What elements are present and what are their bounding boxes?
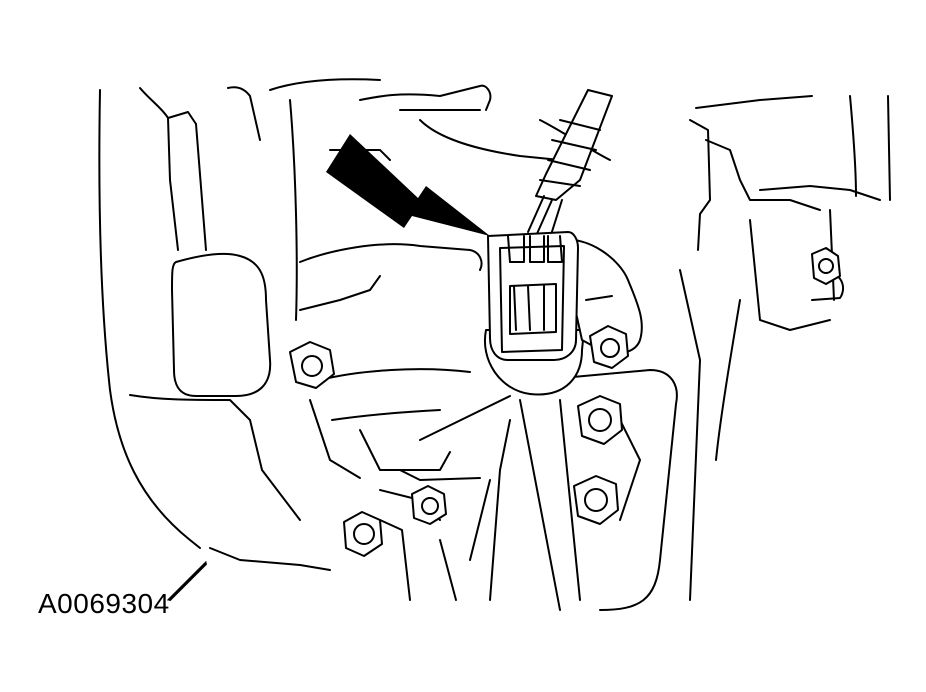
bolt-icon — [411, 485, 447, 525]
wire-harness — [527, 89, 613, 239]
sensor-connector — [483, 231, 643, 396]
housing-left — [98, 78, 381, 601]
sensor-mount-bracket — [299, 243, 511, 601]
figure-id-label: A0069304 — [38, 588, 170, 619]
bolt-icon — [343, 511, 383, 557]
bolt-icon — [589, 325, 629, 369]
upper-pipe — [329, 84, 611, 161]
bolt-icon — [577, 395, 623, 445]
arrow-icon — [326, 134, 490, 236]
bolt-icon — [811, 247, 841, 285]
leader-line — [167, 561, 207, 601]
housing-right — [679, 95, 891, 601]
bolt-icon — [573, 475, 619, 525]
support-plate — [469, 369, 678, 611]
bolt-icon — [289, 341, 335, 389]
